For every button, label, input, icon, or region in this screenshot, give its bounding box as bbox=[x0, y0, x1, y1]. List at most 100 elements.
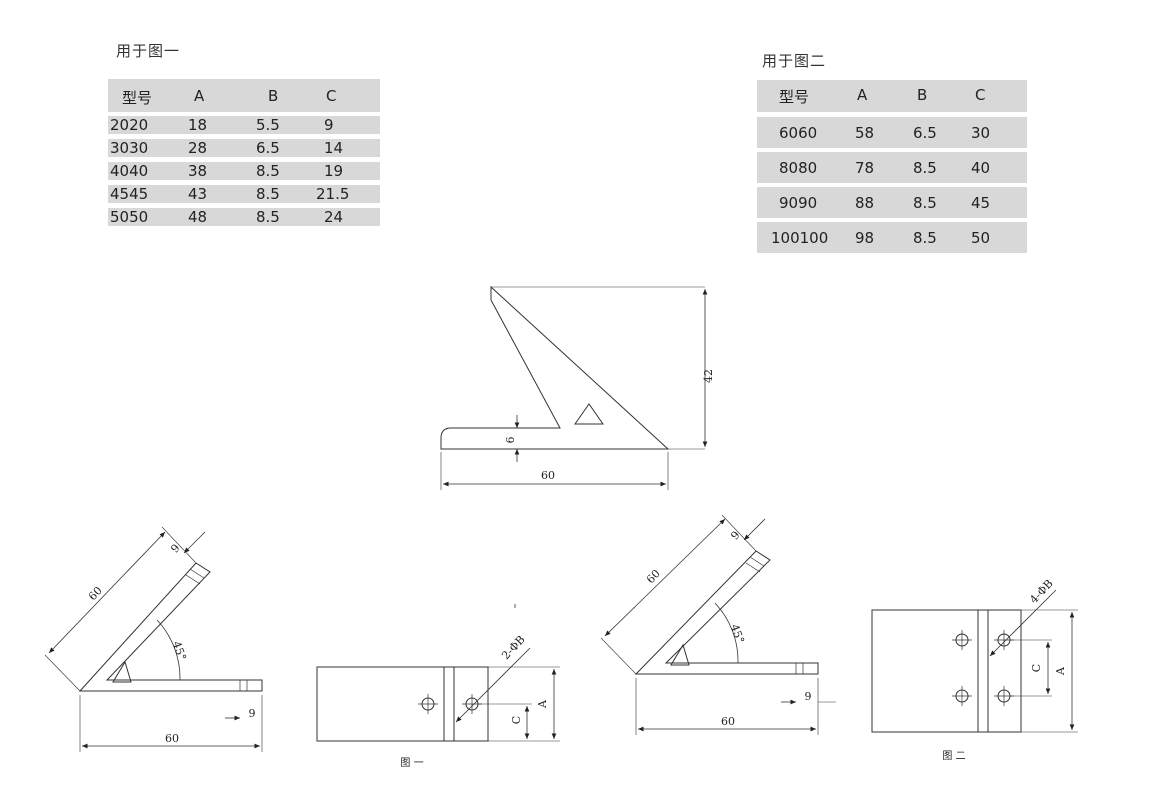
cell-model: 100100 bbox=[771, 229, 829, 247]
cell-model: 4040 bbox=[110, 162, 149, 180]
cell-model: 8080 bbox=[779, 159, 818, 177]
cell-c: 45 bbox=[971, 194, 991, 212]
hole-line bbox=[745, 562, 761, 573]
header-model: 型号 bbox=[779, 88, 810, 106]
hole-line bbox=[749, 556, 765, 567]
label-c: C bbox=[1030, 664, 1043, 672]
angle-arc bbox=[156, 619, 181, 681]
label-holes: 4-ΦB bbox=[1027, 577, 1055, 606]
header-a: A bbox=[194, 87, 205, 105]
cell-b: 5.5 bbox=[256, 116, 280, 134]
bracket-outline bbox=[634, 550, 819, 675]
label-base: 60 bbox=[165, 732, 179, 745]
table-header: 型号 A B C bbox=[757, 80, 1027, 112]
cell-a: 28 bbox=[188, 139, 208, 157]
table1-title: 用于图一 bbox=[116, 42, 181, 60]
label-arm: 60 bbox=[644, 567, 663, 586]
angle-arc bbox=[714, 602, 739, 664]
hole-line bbox=[185, 574, 201, 585]
cell-c: 14 bbox=[324, 139, 344, 157]
profile-slot bbox=[574, 403, 604, 425]
table-header: 型号 A B C bbox=[108, 79, 380, 112]
figure1-front-view bbox=[316, 647, 560, 742]
dimension-tip bbox=[743, 518, 766, 541]
table-row: 3030 28 6.5 14 bbox=[108, 139, 380, 157]
figure1-caption: 图 一 bbox=[400, 757, 423, 769]
label-angle: 45° bbox=[170, 639, 189, 662]
figure2-caption: 图 二 bbox=[942, 750, 965, 762]
cell-b: 6.5 bbox=[256, 139, 280, 157]
bracket-slot bbox=[670, 643, 690, 666]
cell-model: 3030 bbox=[110, 139, 149, 157]
cell-a: 78 bbox=[855, 159, 875, 177]
top-profile-view bbox=[440, 285, 708, 490]
dimension-holes-leader bbox=[989, 589, 1057, 657]
label-a: A bbox=[536, 699, 549, 709]
cell-model: 6060 bbox=[779, 124, 818, 142]
figure2-side-view bbox=[600, 514, 836, 735]
table2-title: 用于图二 bbox=[762, 52, 827, 70]
table-row: 100100 98 8.5 50 bbox=[757, 222, 1027, 253]
extension-line bbox=[721, 514, 757, 552]
cell-model: 2020 bbox=[110, 116, 149, 134]
cell-c: 40 bbox=[971, 159, 991, 177]
label-end: 9 bbox=[249, 707, 256, 720]
header-c: C bbox=[975, 86, 986, 104]
cell-model: 5050 bbox=[110, 208, 149, 226]
table-row: 2020 18 5.5 9 bbox=[108, 116, 380, 134]
label-holes: 2-ΦB bbox=[499, 633, 527, 662]
hole-line bbox=[189, 568, 205, 579]
plate-outline bbox=[871, 609, 1022, 733]
cell-a: 58 bbox=[855, 124, 875, 142]
table-row: 9090 88 8.5 45 bbox=[757, 187, 1027, 218]
extension-line bbox=[44, 654, 81, 692]
header-a: A bbox=[857, 86, 868, 104]
label-angle: 45° bbox=[728, 622, 747, 645]
cell-b: 6.5 bbox=[913, 124, 937, 142]
label-end: 9 bbox=[805, 690, 812, 703]
label-height: 42 bbox=[702, 369, 715, 383]
cell-b: 8.5 bbox=[913, 229, 937, 247]
table-row: 6060 58 6.5 30 bbox=[757, 117, 1027, 148]
cell-a: 88 bbox=[855, 194, 875, 212]
label-a: A bbox=[1054, 666, 1067, 676]
cell-c: 50 bbox=[971, 229, 991, 247]
bracket-slot bbox=[112, 660, 132, 683]
cell-b: 8.5 bbox=[256, 208, 280, 226]
cell-b: 8.5 bbox=[913, 159, 937, 177]
cell-model: 4545 bbox=[110, 185, 149, 203]
cell-c: 21.5 bbox=[316, 185, 350, 203]
label-length: 60 bbox=[541, 469, 555, 482]
cell-b: 8.5 bbox=[256, 162, 280, 180]
dimension-holes-leader bbox=[455, 647, 531, 723]
cell-b: 8.5 bbox=[913, 194, 937, 212]
table-row: 8080 78 8.5 40 bbox=[757, 152, 1027, 183]
cell-a: 48 bbox=[188, 208, 208, 226]
cell-c: 19 bbox=[324, 162, 344, 180]
label-base: 6 bbox=[504, 437, 517, 444]
header-b: B bbox=[917, 86, 928, 104]
cell-c: 30 bbox=[971, 124, 991, 142]
cell-a: 38 bbox=[188, 162, 208, 180]
label-arm: 60 bbox=[86, 584, 105, 603]
header-model: 型号 bbox=[122, 89, 153, 107]
table-row: 5050 48 8.5 24 bbox=[108, 208, 380, 226]
bracket-outline bbox=[78, 562, 263, 692]
cell-c: 9 bbox=[324, 116, 334, 134]
header-c: C bbox=[326, 87, 337, 105]
extension-line bbox=[600, 637, 637, 675]
cell-c: 24 bbox=[324, 208, 344, 226]
dimension-tip bbox=[183, 531, 206, 554]
dimension-arm bbox=[48, 531, 166, 654]
cell-b: 8.5 bbox=[256, 185, 280, 203]
label-tip: 9 bbox=[728, 529, 742, 543]
label-c: C bbox=[510, 716, 523, 724]
cell-a: 18 bbox=[188, 116, 208, 134]
cell-a: 43 bbox=[188, 185, 208, 203]
table-row: 4040 38 8.5 19 bbox=[108, 162, 380, 180]
figure1-side-view bbox=[44, 526, 263, 752]
header-b: B bbox=[268, 87, 279, 105]
label-base: 60 bbox=[721, 715, 735, 728]
label-tip: 9 bbox=[168, 542, 182, 556]
